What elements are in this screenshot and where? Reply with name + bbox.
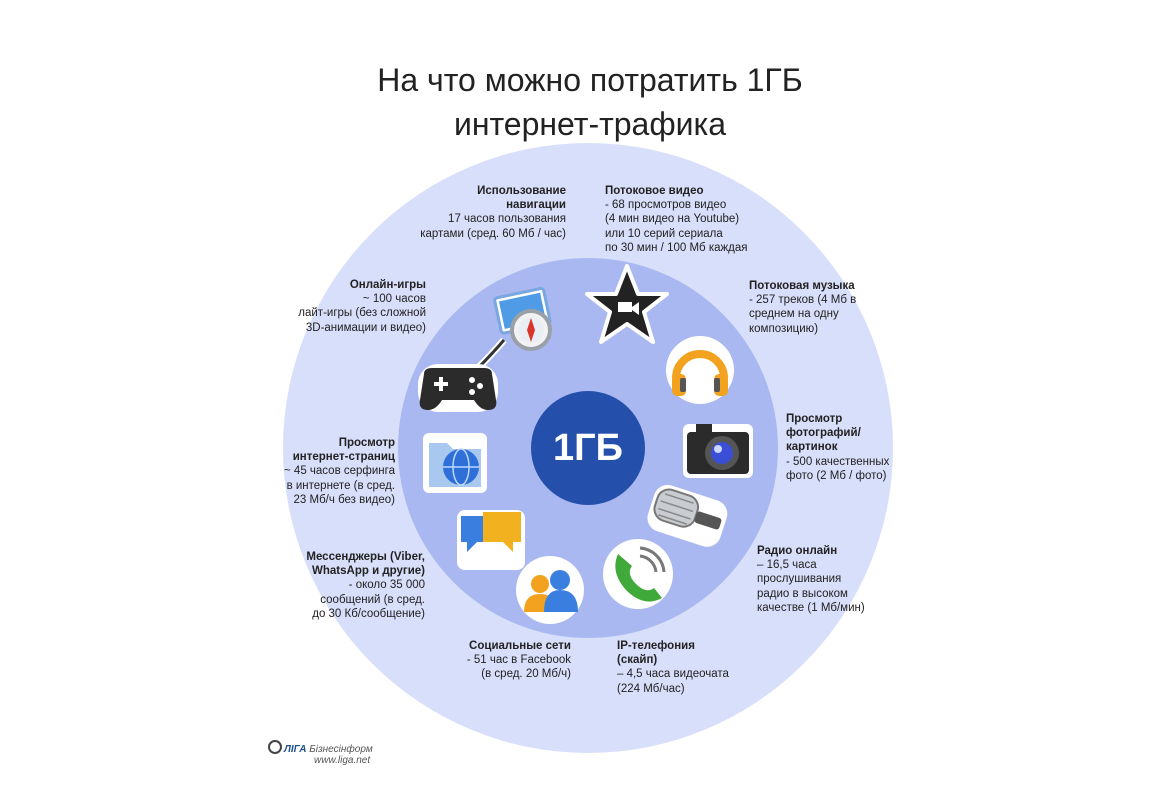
label-games-body-1: ~ 100 часов bbox=[362, 293, 426, 306]
liga-logo: ЛІГА Бізнесінформ www.liga.net bbox=[268, 740, 373, 766]
label-online-games: Онлайн-игры ~ 100 часов лайт-игры (без с… bbox=[298, 278, 426, 335]
label-radio-body-1: – 16,5 часа bbox=[757, 559, 817, 572]
label-web-pages: Просмотр интернет-страниц ~ 45 часов сер… bbox=[284, 436, 395, 507]
label-navigation-body-1: 17 часов пользования bbox=[448, 213, 566, 226]
label-ip-head-2: (скайп) bbox=[617, 654, 658, 667]
label-radio-body-2: прослушивания bbox=[757, 573, 842, 586]
label-video-body-2: (4 мин видео на Youtube) bbox=[605, 213, 740, 226]
label-music-body-3: композицию) bbox=[749, 322, 819, 335]
logo-url: www.liga.net bbox=[314, 755, 371, 766]
label-web-body-2: в интернете (в сред. bbox=[286, 479, 395, 492]
page-title: На что можно потратить 1ГБ интернет-траф… bbox=[0, 58, 1168, 146]
label-social: Социальные сети - 51 час в Facebook (в с… bbox=[467, 639, 571, 682]
label-web-body-1: ~ 45 часов серфинга bbox=[284, 465, 395, 478]
label-messengers: Мессенджеры (Viber, WhatsApp и другие) -… bbox=[306, 550, 425, 621]
label-video-head: Потоковое видео bbox=[605, 185, 704, 197]
label-photos-body-2: фото (2 Мб / фото) bbox=[786, 469, 887, 482]
microphone-icon bbox=[647, 484, 728, 547]
label-music-body-2: среднем на одну bbox=[749, 308, 839, 321]
label-photos-head-3: картинок bbox=[786, 441, 838, 454]
label-navigation-body-2: картами (сред. 60 Мб / час) bbox=[420, 227, 566, 240]
label-ip-telephony: IP-телефония (скайп) – 4,5 часа видеочат… bbox=[617, 639, 729, 696]
label-social-body-1: - 51 час в Facebook bbox=[466, 654, 571, 667]
gamepad-icon bbox=[418, 337, 507, 412]
label-social-head: Социальные сети bbox=[469, 640, 571, 652]
label-web-body-3: 23 Мб/ч без видео) bbox=[293, 493, 395, 506]
label-messengers-head-1: Мессенджеры (Viber, bbox=[306, 551, 425, 563]
label-photos-head-2: фотографий/ bbox=[786, 427, 861, 440]
logo-subtitle: Бізнесінформ bbox=[309, 744, 373, 755]
label-video-body-1: - 68 просмотров видео bbox=[605, 199, 727, 212]
label-games-head: Онлайн-игры bbox=[349, 279, 426, 291]
label-messengers-head-2: WhatsApp и другие) bbox=[312, 565, 425, 578]
label-photos: Просмотр фотографий/ картинок - 500 каче… bbox=[786, 412, 889, 483]
label-video-body-3: или 10 серий сериала bbox=[605, 227, 723, 240]
label-navigation-head-1: Использование bbox=[477, 185, 566, 197]
label-radio: Радио онлайн – 16,5 часа прослушивания р… bbox=[757, 544, 865, 615]
label-navigation-head-2: навигации bbox=[506, 199, 566, 212]
label-streaming-music: Потоковая музыка - 257 треков (4 Мб в ср… bbox=[749, 279, 856, 336]
center-label: 1ГБ bbox=[553, 427, 623, 469]
phone-icon bbox=[603, 539, 673, 609]
label-photos-body-1: - 500 качественных bbox=[786, 455, 890, 468]
label-games-body-2: лайт-игры (без сложной bbox=[298, 307, 426, 320]
globe-folder-icon bbox=[423, 433, 487, 493]
label-photos-head-1: Просмотр bbox=[786, 413, 843, 425]
label-navigation: Использование навигации 17 часов пользов… bbox=[420, 184, 566, 241]
title-line-1: На что можно потратить 1ГБ bbox=[377, 62, 803, 98]
label-messengers-body-3: до 30 Кб/сообщение) bbox=[312, 607, 425, 620]
label-video-body-4: по 30 мин / 100 Мб каждая bbox=[605, 241, 748, 254]
camera-icon bbox=[683, 424, 753, 478]
liga-logo-icon bbox=[268, 740, 282, 754]
label-radio-head: Радио онлайн bbox=[757, 545, 838, 557]
label-ip-body-1: – 4,5 часа видеочата bbox=[617, 668, 729, 681]
label-radio-body-3: радио в высоком bbox=[757, 587, 848, 600]
compass-map-icon bbox=[493, 287, 552, 351]
label-ip-body-2: (224 Мб/час) bbox=[617, 682, 685, 695]
movie-star-icon bbox=[585, 264, 669, 344]
label-streaming-video: Потоковое видео - 68 просмотров видео (4… bbox=[605, 184, 748, 255]
title-line-2: интернет-трафика bbox=[453, 106, 727, 142]
label-radio-body-4: качестве (1 Мб/мин) bbox=[757, 601, 865, 614]
label-music-body-1: - 257 треков (4 Мб в bbox=[749, 294, 857, 307]
label-social-body-2: (в сред. 20 Мб/ч) bbox=[481, 668, 571, 681]
label-web-head-1: Просмотр bbox=[338, 437, 395, 449]
users-icon bbox=[516, 556, 584, 624]
label-messengers-body-2: сообщений (в сред. bbox=[320, 593, 425, 606]
label-music-head: Потоковая музыка bbox=[749, 280, 855, 292]
chat-bubbles-icon bbox=[457, 510, 525, 570]
label-web-head-2: интернет-страниц bbox=[292, 451, 395, 464]
center-circle bbox=[531, 391, 645, 505]
headphones-icon bbox=[666, 336, 734, 404]
logo-brand: ЛІГА bbox=[284, 744, 307, 755]
label-games-body-3: 3D-анимации и видео) bbox=[305, 321, 426, 334]
label-ip-head-1: IP-телефония bbox=[617, 640, 695, 652]
label-messengers-body-1: - около 35 000 bbox=[348, 579, 425, 592]
